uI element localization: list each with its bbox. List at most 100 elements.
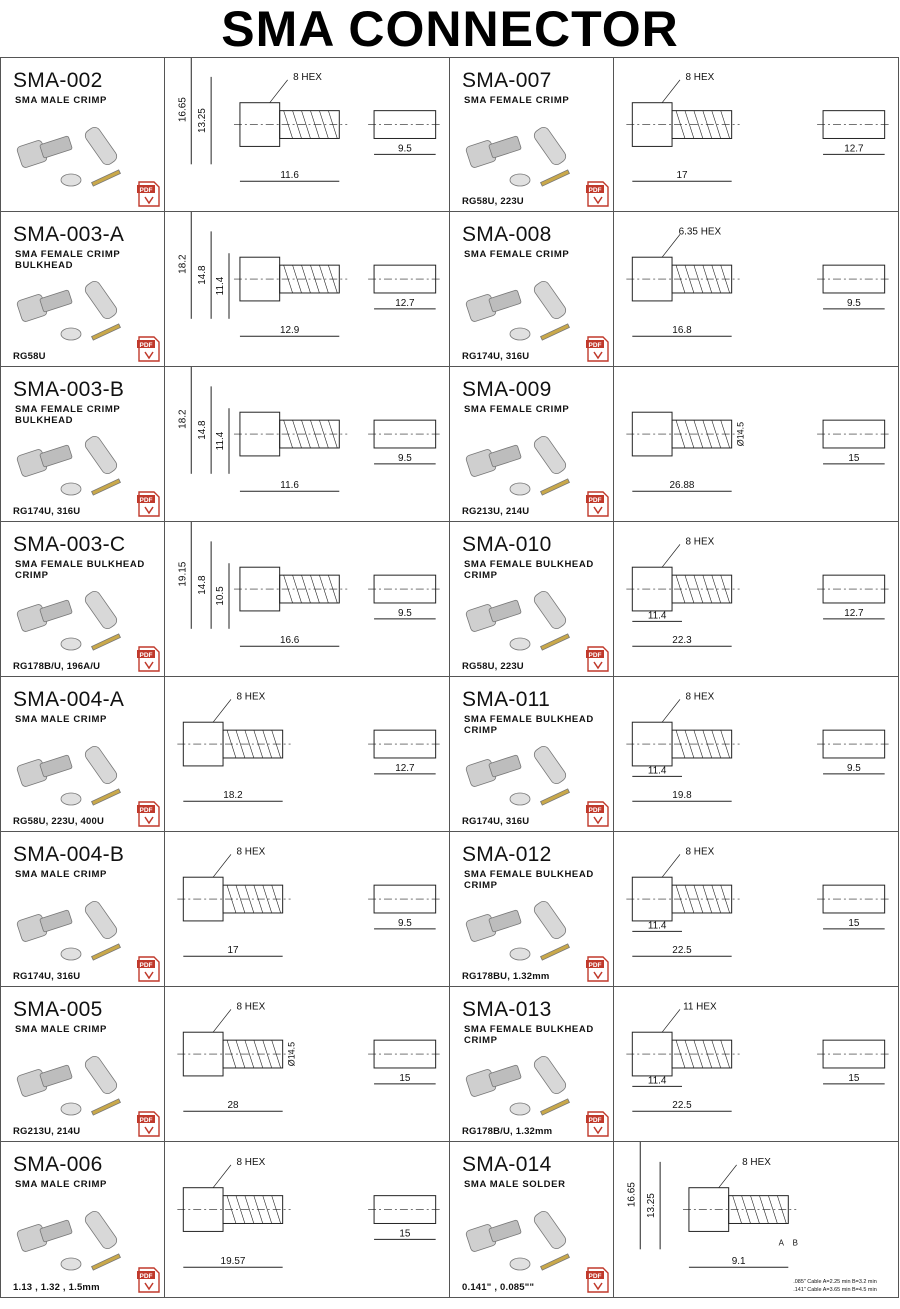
cable-types: 1.13 , 1.32 , 1.5mm <box>13 1282 100 1293</box>
ferrule-shape <box>84 126 118 166</box>
width-dimension: 19.57 <box>221 1256 246 1267</box>
height-dimension: 16.65 <box>626 1182 637 1207</box>
drawing-body-outline <box>222 729 284 759</box>
connector-nut-shape <box>488 444 522 468</box>
pdf-icon[interactable]: PDF <box>586 1264 610 1294</box>
pdf-arrow-shape <box>144 971 154 980</box>
pdf-banner-shape <box>586 650 604 658</box>
connector-code: SMA-005 <box>13 998 103 1021</box>
ferrule-dimension: 12.7 <box>395 763 415 774</box>
technical-drawing: 12.712.918.214.811.4 <box>177 212 442 337</box>
connector-code: SMA-012 <box>462 843 552 866</box>
pdf-icon[interactable]: PDF <box>137 1264 161 1294</box>
hex-dimension: 8 HEX <box>742 1157 771 1168</box>
connector-description: SMA FEMALE BULKHEAD CRIMP <box>15 559 145 581</box>
pdf-banner-shape <box>586 340 604 348</box>
insulator-shape <box>509 173 531 187</box>
ferrule-shape <box>533 900 567 940</box>
pdf-arrow-shape <box>144 1126 154 1135</box>
height-dimension: 11.4 <box>215 276 226 295</box>
knurl-line <box>301 420 311 449</box>
technical-drawing: 9.516.86.35 HEX <box>626 226 891 337</box>
pdf-banner-shape <box>137 650 155 658</box>
knurl-line <box>262 1040 273 1069</box>
pdf-arrow-shape <box>144 816 154 825</box>
page-title: SMA CONNECTOR <box>221 1 679 57</box>
knurl-line <box>244 730 255 759</box>
hex-dimension: 8 HEX <box>686 72 715 83</box>
cable-types: RG178BU, 1.32mm <box>462 971 550 982</box>
pdf-label: PDF <box>589 342 602 349</box>
pdf-icon[interactable]: PDF <box>586 488 610 518</box>
connector-code: SMA-010 <box>462 533 552 556</box>
pdf-icon[interactable]: PDF <box>137 798 161 828</box>
pdf-icon[interactable]: PDF <box>137 1108 161 1138</box>
height-dimension: 18.2 <box>177 409 188 429</box>
pdf-icon[interactable]: PDF <box>137 333 161 363</box>
insulator-shape <box>60 173 82 187</box>
pdf-banner-shape <box>137 805 155 813</box>
knurl-line <box>741 1195 751 1224</box>
pdf-icon[interactable]: PDF <box>586 798 610 828</box>
pdf-icon[interactable]: PDF <box>137 643 161 673</box>
hex-leader-line <box>212 854 232 878</box>
pin-shape <box>540 323 570 341</box>
ferrule-shape <box>84 280 118 320</box>
pin-shape <box>540 1098 570 1116</box>
pdf-banner-shape <box>137 495 155 503</box>
height-dimension: 18.2 <box>177 254 188 274</box>
drawing-body-outline <box>671 419 733 449</box>
ferrule-dimension: 15 <box>399 1228 411 1239</box>
hex-dimension: 8 HEX <box>686 691 715 702</box>
knurl-line <box>693 420 704 449</box>
pin-shape <box>91 323 121 341</box>
pdf-icon[interactable]: PDF <box>586 1108 610 1138</box>
pin-shape <box>540 478 570 496</box>
pin-shape <box>540 633 570 651</box>
pdf-icon[interactable]: PDF <box>586 333 610 363</box>
connector-description: SMA FEMALE CRIMP BULKHEAD <box>15 404 121 426</box>
drawing-body-outline <box>671 729 733 759</box>
pin-shape <box>91 1098 121 1116</box>
pdf-icon[interactable]: PDF <box>137 488 161 518</box>
cable-note-2: .141" Cable A=3.65 min B=4.5 min <box>793 1287 876 1293</box>
pdf-icon[interactable]: PDF <box>586 643 610 673</box>
pdf-icon[interactable]: PDF <box>137 953 161 983</box>
pdf-label: PDF <box>589 497 602 504</box>
pdf-icon[interactable]: PDF <box>137 178 161 208</box>
hex-dimension: 11 HEX <box>683 1001 717 1012</box>
ferrule-shape <box>84 590 118 630</box>
pdf-icon[interactable]: PDF <box>586 178 610 208</box>
pdf-arrow-shape <box>144 506 154 515</box>
pdf-label: PDF <box>589 807 602 814</box>
drawing-body-outline <box>671 110 733 139</box>
pdf-arrow-shape <box>593 816 603 825</box>
pdf-banner-shape <box>586 1271 604 1279</box>
height-dimension: 13.25 <box>646 1193 657 1218</box>
width1-dimension: 11.4 <box>648 1075 667 1086</box>
drawing-body-outline <box>222 1195 284 1224</box>
connector-code: SMA-003-A <box>13 223 125 246</box>
technical-drawing: 12.718.28 HEX <box>177 691 442 802</box>
height-dimension: 10.5 <box>215 586 226 606</box>
connector-description: SMA FEMALE BULKHEAD CRIMP <box>464 559 594 581</box>
knurl-line <box>711 110 722 139</box>
hex-dimension: 8 HEX <box>686 846 715 857</box>
knurl-line <box>711 265 722 294</box>
cable-types: RG174U, 316U <box>13 506 81 517</box>
pdf-arrow-shape <box>144 196 154 205</box>
pdf-icon[interactable]: PDF <box>586 953 610 983</box>
drawing-body-outline <box>671 884 733 914</box>
connector-photo <box>16 590 121 651</box>
connector-nut-shape <box>488 289 522 313</box>
knurl-line <box>262 730 273 759</box>
